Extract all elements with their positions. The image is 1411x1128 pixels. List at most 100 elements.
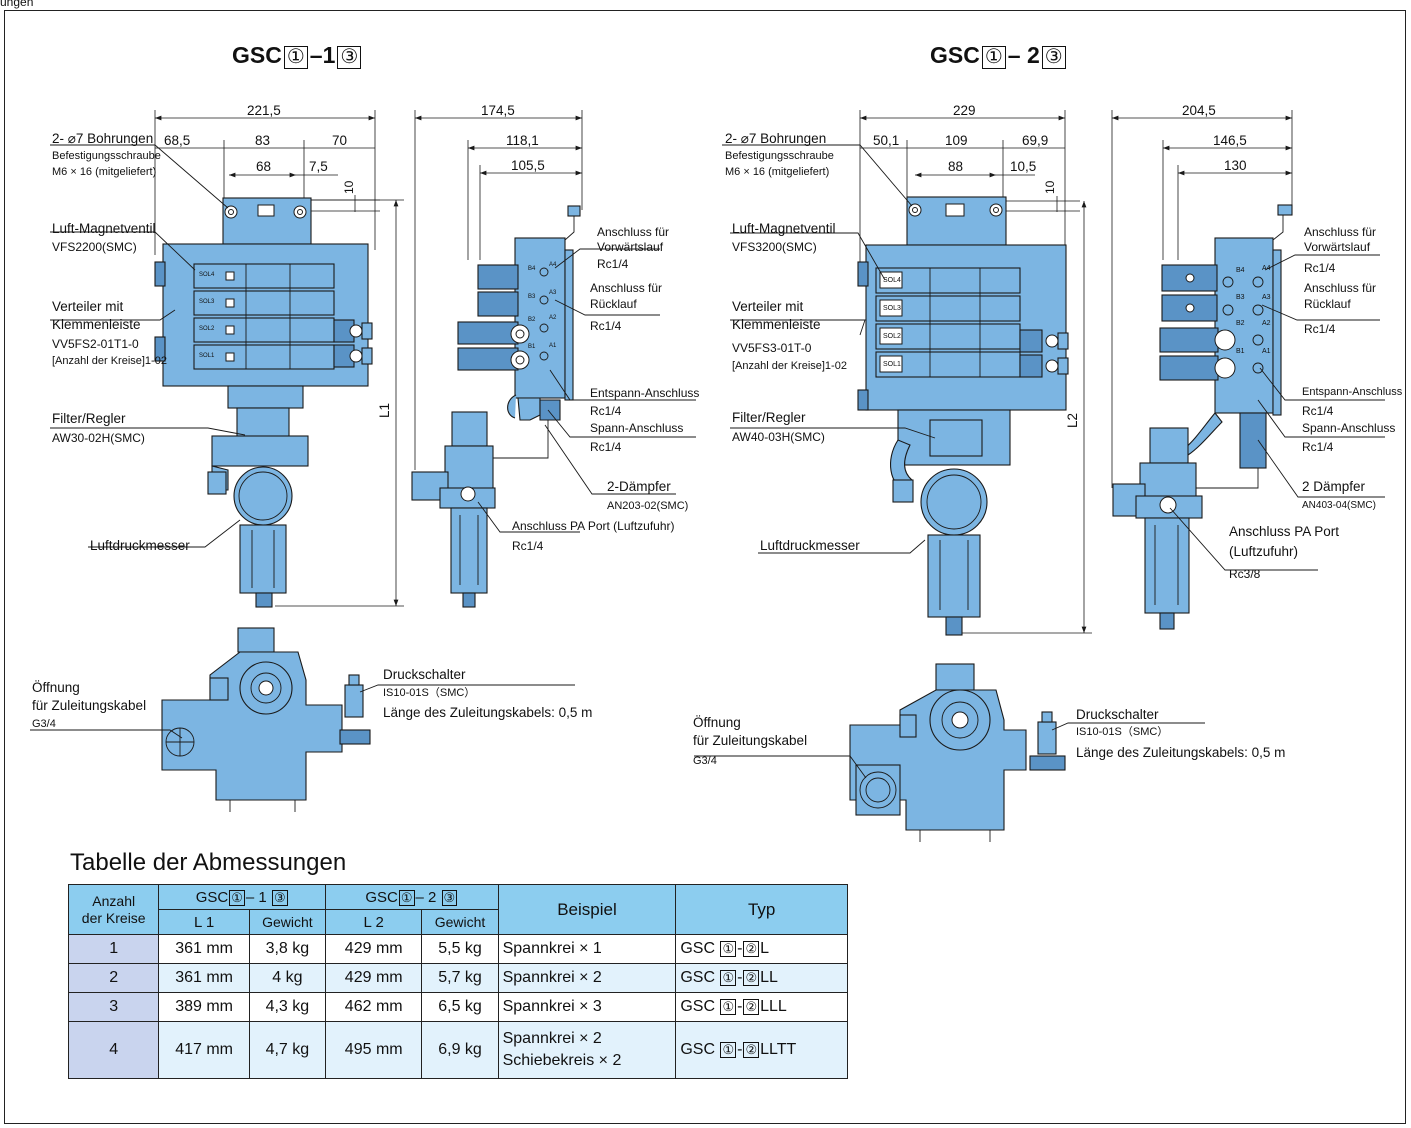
- cell-w2: 6,9 kg: [421, 1021, 499, 1079]
- type-part: GSC: [680, 1041, 716, 1058]
- cell-l1: 361 mm: [158, 934, 250, 964]
- cell-count: 1: [67, 934, 160, 964]
- left-dim-c: 70: [332, 133, 348, 148]
- right-valve-spec: VFS3200(SMC): [732, 240, 817, 254]
- example-line: Spannkrei × 1: [502, 940, 602, 957]
- right-port-b2: B2: [1236, 320, 1245, 327]
- type-part: GSC: [680, 969, 716, 986]
- right-manifold-note: [Anzahl der Kreise]1-02: [732, 360, 847, 372]
- right-side-view: [1111, 110, 1293, 630]
- left-damper-spec: AN203-02(SMC): [607, 500, 689, 512]
- right-ret-port-1: Anschluss für: [1304, 281, 1377, 295]
- col-type: Typ: [675, 884, 848, 935]
- left-manifold-note: [Anzahl der Kreise]1-02: [52, 355, 167, 367]
- col-l1: L 1: [158, 909, 250, 935]
- left-manifold-label-2: Klemmenleiste: [52, 317, 141, 332]
- left-dim-e: 7,5: [309, 159, 328, 174]
- left-sol1: SOL1: [199, 353, 215, 359]
- cell-example: Spannkrei × 1: [497, 934, 677, 964]
- right-side-dim-b: 130: [1224, 158, 1247, 173]
- right-side-dim-total: 204,5: [1182, 103, 1216, 118]
- left-clamp-port: Spann-Anschluss: [590, 421, 684, 435]
- cell-count: 2: [67, 963, 160, 993]
- cell-l2: 462 mm: [324, 992, 423, 1022]
- right-fwd-port-2: Vorwärtslauf: [1304, 240, 1371, 254]
- right-switch-spec: IS10-01S（SMC）: [1076, 726, 1169, 738]
- left-port-b1: B1: [528, 344, 536, 350]
- right-opening-2: für Zuleitungskabel: [693, 733, 808, 748]
- right-port-b1: B1: [1236, 348, 1245, 355]
- left-port-a3: A3: [549, 290, 557, 296]
- right-release-spec: Rc1/4: [1302, 404, 1334, 418]
- left-port-a4: A4: [549, 262, 557, 268]
- col-w2: Gewicht: [421, 909, 499, 935]
- left-fwd-port-1: Anschluss für: [597, 225, 670, 239]
- col-example: Beispiel: [497, 884, 677, 935]
- left-dim-total: 221,5: [247, 103, 281, 118]
- cell-w2: 6,5 kg: [421, 992, 499, 1022]
- type-part: LL: [760, 969, 778, 986]
- right-port-b4: B4: [1236, 267, 1245, 274]
- left-sol3: SOL3: [199, 299, 215, 305]
- left-valve-label: Luft-Magnetventil: [52, 221, 156, 236]
- type-part: ①: [720, 970, 737, 986]
- left-port-a2: A2: [549, 315, 557, 321]
- right-sol2: SOL2: [883, 333, 901, 340]
- left-screw-spec: M6 × 16 (mitgeliefert): [52, 166, 157, 178]
- example-line: Spannkrei × 2: [502, 969, 602, 986]
- cell-w1: 4,3 kg: [248, 992, 326, 1022]
- type-part: LLL: [760, 998, 787, 1015]
- left-dim-d: 68: [256, 159, 272, 174]
- left-damper-label: 2-Dämpfer: [607, 479, 671, 494]
- cell-l2: 429 mm: [324, 963, 423, 993]
- left-front-view: [154, 110, 404, 608]
- cell-w1: 4,7 kg: [248, 1021, 326, 1079]
- left-screw-label: Befestigungsschraube: [52, 150, 161, 162]
- right-port-a4: A4: [1262, 265, 1271, 272]
- col-l2: L 2: [324, 909, 423, 935]
- left-sol4: SOL4: [199, 272, 215, 278]
- right-clamp-spec: Rc1/4: [1302, 440, 1334, 454]
- example-line: Spannkrei × 3: [502, 998, 602, 1015]
- left-opening-1: Öffnung: [32, 680, 80, 695]
- right-filter-spec: AW40-03H(SMC): [732, 430, 825, 444]
- type-part: GSC: [680, 940, 716, 957]
- left-side-view: [411, 110, 583, 608]
- right-port-a2: A2: [1262, 320, 1271, 327]
- type-part: ②: [743, 1042, 760, 1058]
- left-top-view: [161, 627, 371, 812]
- cell-l2: 495 mm: [324, 1021, 423, 1079]
- left-port-b3: B3: [528, 294, 536, 300]
- right-cable-length: Länge des Zuleitungskabels: 0,5 m: [1076, 745, 1286, 760]
- left-cable-length: Länge des Zuleitungskabels: 0,5 m: [383, 705, 593, 720]
- cell-w2: 5,5 kg: [421, 934, 499, 964]
- left-switch-spec: IS10-01S（SMC）: [383, 687, 476, 699]
- left-clamp-spec: Rc1/4: [590, 440, 622, 454]
- right-screw-spec: M6 × 16 (mitgeliefert): [725, 166, 830, 178]
- right-release-port: Entspann-Anschluss: [1302, 386, 1403, 398]
- left-dim-b: 83: [255, 133, 271, 148]
- cell-l1: 361 mm: [158, 963, 250, 993]
- leader-lines: [30, 144, 1385, 779]
- col-w1: Gewicht: [248, 909, 326, 935]
- right-sol3: SOL3: [883, 305, 901, 312]
- type-part: -: [737, 998, 743, 1015]
- right-dim-d: 88: [948, 159, 964, 174]
- cell-example: Spannkrei × 3: [497, 992, 677, 1022]
- cell-example: Spannkrei × 2: [497, 963, 677, 993]
- right-sol1: SOL1: [883, 361, 901, 368]
- type-part: ①: [720, 1042, 737, 1058]
- right-pa-port-1: Anschluss PA Port: [1229, 524, 1340, 539]
- left-release-port: Entspann-Anschluss: [590, 386, 700, 400]
